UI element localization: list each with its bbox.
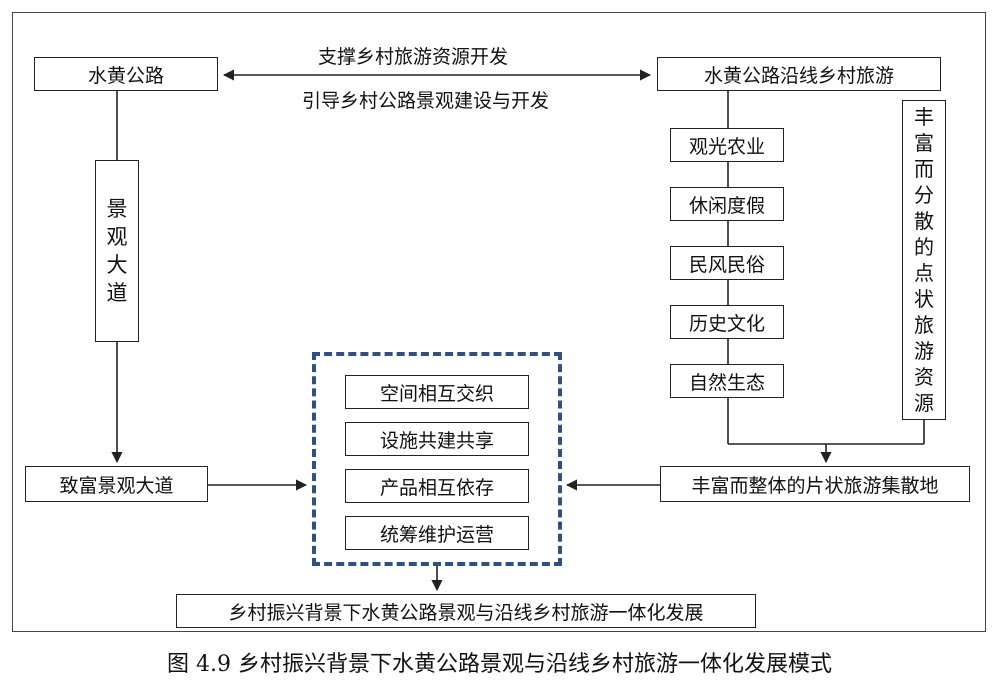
vertical-char: 状 (914, 287, 934, 311)
integration-item-box: 空间相互交织 (345, 375, 529, 409)
tourism-type-box: 历史文化 (670, 305, 784, 339)
rich-avenue-box: 致富景观大道 (25, 466, 208, 502)
vertical-char: 旅 (914, 313, 934, 337)
tourism-type-box: 休闲度假 (670, 187, 784, 221)
area-hub-box: 丰富而整体的片状旅游集散地 (660, 466, 970, 502)
vertical-char: 道 (106, 281, 128, 305)
vertical-char: 散 (914, 209, 934, 233)
landscape-avenue-box: 景观大道 (95, 160, 139, 342)
vertical-char: 景 (106, 197, 128, 221)
vertical-char: 而 (914, 157, 934, 181)
integration-item-box: 产品相互依存 (345, 469, 529, 503)
vertical-char: 分 (914, 183, 934, 207)
tourism-type-box: 观光农业 (670, 128, 784, 162)
bottom-arrow-label: 引导乡村公路景观建设与开发 (302, 90, 550, 112)
vertical-char: 游 (914, 339, 934, 363)
final-goal-box: 乡村振兴背景下水黄公路景观与沿线乡村旅游一体化发展 (176, 594, 756, 628)
top-arrow-label: 支撑乡村旅游资源开发 (318, 46, 509, 68)
vertical-char: 丰 (914, 105, 934, 129)
vertical-char: 富 (914, 131, 934, 155)
tourism-type-box: 民风民俗 (670, 246, 784, 280)
vertical-char: 大 (106, 253, 128, 277)
point-resources-box: 丰富而分散的点状旅游资源 (902, 100, 946, 420)
figure-caption: 图 4.9 乡村振兴背景下水黄公路景观与沿线乡村旅游一体化发展模式 (167, 652, 832, 677)
tourism-type-box: 自然生态 (670, 364, 784, 398)
vertical-char: 点 (914, 261, 934, 285)
vertical-char: 观 (106, 225, 128, 249)
diagram-frame (12, 12, 986, 632)
vertical-char: 源 (914, 391, 934, 415)
vertical-char: 的 (914, 235, 934, 259)
integration-core-dashed (312, 352, 562, 566)
shuihuang-road-box: 水黄公路 (34, 57, 218, 91)
integration-item-box: 设施共建共享 (345, 422, 529, 456)
vertical-char: 资 (914, 365, 934, 389)
integration-item-box: 统筹维护运营 (345, 516, 529, 550)
rural-tourism-box: 水黄公路沿线乡村旅游 (657, 57, 941, 91)
